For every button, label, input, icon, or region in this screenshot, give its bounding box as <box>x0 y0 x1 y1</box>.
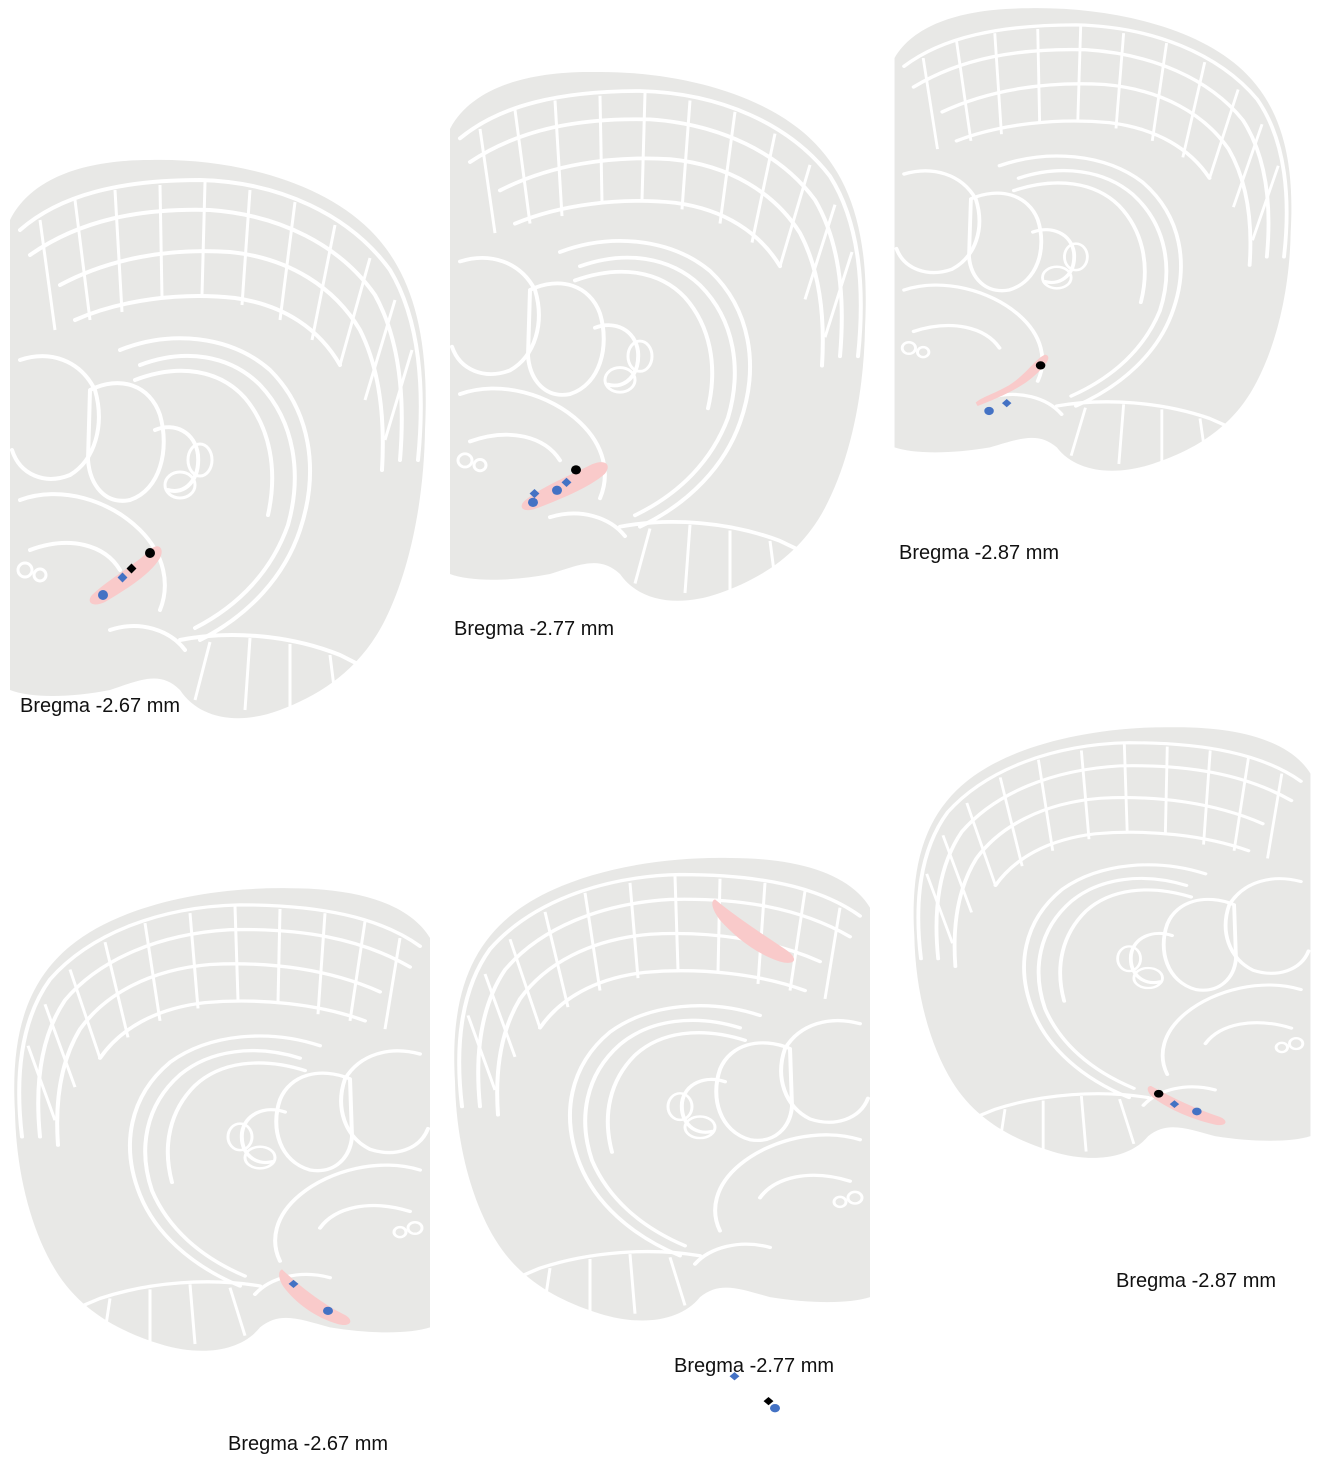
bregma-caption: Bregma -2.67 mm <box>228 1433 389 1455</box>
brain-section-diagram <box>8 157 428 721</box>
marker-circle-blue <box>1192 1107 1202 1116</box>
brain-section-diagram <box>911 725 1313 1160</box>
marker-circle-blue <box>770 1404 780 1413</box>
marker-circle-blue <box>323 1306 333 1315</box>
atlas-panel-bottom-3: Bregma -2.87 mm <box>900 725 1320 1305</box>
marker-circle-blue <box>98 590 108 600</box>
brain-section-diagram <box>448 69 868 603</box>
brain-section-diagram <box>12 886 432 1353</box>
bregma-caption: Bregma -2.67 mm <box>20 695 181 717</box>
marker-diamond-blue <box>1169 1100 1180 1108</box>
atlas-panel-bottom-1: Bregma -2.67 mm <box>0 880 440 1460</box>
bregma-caption: Bregma -2.87 mm <box>1116 1270 1277 1292</box>
marker-diamond-black <box>126 563 137 574</box>
brain-section-diagram <box>892 6 1294 473</box>
atlas-panel-top-3: Bregma -2.87 mm <box>885 0 1325 580</box>
marker-circle-black <box>145 548 155 558</box>
atlas-panel-top-2: Bregma -2.77 mm <box>440 0 880 650</box>
atlas-panel-bottom-2: Bregma -2.77 mm <box>440 800 880 1413</box>
marker-diamond-blue <box>117 572 128 583</box>
marker-circle-black <box>571 465 581 475</box>
bregma-caption: Bregma -2.77 mm <box>674 1355 835 1377</box>
highlight-region <box>521 462 608 511</box>
highlight-region <box>89 546 162 605</box>
marker-circle-blue <box>528 497 538 507</box>
marker-circle-blue <box>552 485 562 495</box>
marker-circle-black <box>1153 1089 1164 1098</box>
marker-diamond-blue <box>529 488 540 499</box>
highlight-region <box>975 354 1049 406</box>
brain-section-diagram <box>452 855 872 1413</box>
marker-diamond-blue <box>729 1372 740 1381</box>
bregma-caption: Bregma -2.87 mm <box>899 542 1060 564</box>
bregma-caption: Bregma -2.77 mm <box>454 618 615 640</box>
marker-diamond-black <box>763 1397 774 1406</box>
highlight-region <box>712 899 795 963</box>
marker-diamond-blue <box>561 477 572 487</box>
marker-circle-blue <box>984 406 994 416</box>
highlight-region <box>1147 1086 1226 1126</box>
marker-circle-black <box>1035 361 1046 370</box>
atlas-panel-top-1: Bregma -2.67 mm <box>0 30 440 730</box>
